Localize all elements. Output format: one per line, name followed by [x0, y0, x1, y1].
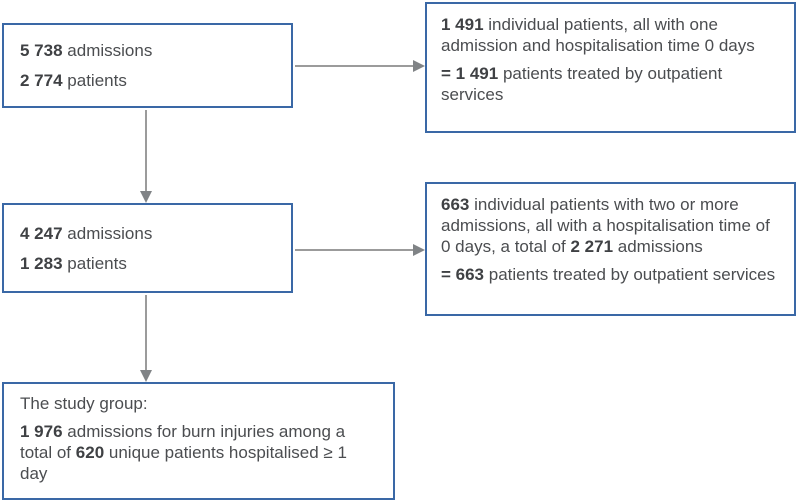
- arrowhead-right-icon: [413, 60, 425, 72]
- node-remaining-admissions: 4 247 admissions 1 283 patients: [2, 203, 293, 293]
- result-body: patients treated by outpatient services: [488, 265, 776, 284]
- admissions-count: 2 271: [570, 237, 614, 256]
- admissions-label: admissions: [67, 41, 153, 60]
- description-text: 663 individual patients with two or more…: [441, 194, 780, 257]
- node-outpatient-multiple: 663 individual patients with two or more…: [425, 182, 796, 316]
- patient-count: 1 491: [441, 15, 484, 34]
- admissions-count: 4 247: [20, 224, 63, 243]
- description-tail: admissions: [617, 237, 703, 256]
- result-text: = 1 491 patients treated by outpatient s…: [441, 63, 780, 105]
- description-body: individual patients with two or more adm…: [441, 195, 770, 256]
- stat-line: 2 774 patients: [20, 66, 275, 96]
- admissions-label: admissions: [67, 224, 153, 243]
- stat-line: 5 738 admissions: [20, 36, 275, 66]
- arrow-line-total-to-remaining: [145, 110, 147, 192]
- patients-count: 2 774: [20, 71, 63, 90]
- arrowhead-down-icon: [140, 370, 152, 382]
- stat-line: 4 247 admissions: [20, 219, 275, 249]
- patients-label: patients: [67, 254, 127, 273]
- arrow-line-total-to-single: [295, 65, 414, 67]
- stat-line: 1 283 patients: [20, 249, 275, 279]
- node-outpatient-single: 1 491 individual patients, all with one …: [425, 2, 796, 133]
- result-count: = 663: [441, 265, 485, 284]
- arrowhead-right-icon: [413, 244, 425, 256]
- description-body: individual patients, all with one admiss…: [441, 15, 755, 55]
- result-count: = 1 491: [441, 64, 499, 83]
- study-group-title: The study group:: [20, 394, 148, 413]
- arrow-line-remaining-to-study: [145, 295, 147, 371]
- patients-count: 1 283: [20, 254, 63, 273]
- study-group-text: 1 976 admissions for burn injuries among…: [20, 421, 371, 484]
- result-text: = 663 patients treated by outpatient ser…: [441, 264, 780, 285]
- node-total-admissions: 5 738 admissions 2 774 patients: [2, 23, 293, 108]
- patients-label: patients: [67, 71, 127, 90]
- patients-count: 620: [75, 443, 105, 462]
- study-group-tail: unique patients hospitalised ≥ 1 day: [20, 443, 347, 483]
- patient-count: 663: [441, 195, 470, 214]
- admissions-count: 1 976: [20, 422, 63, 441]
- admissions-count: 5 738: [20, 41, 63, 60]
- study-group-body: admissions for burn injuries among a tot…: [20, 422, 346, 462]
- node-study-group: The study group: 1 976 admissions for bu…: [2, 382, 395, 500]
- arrow-line-remaining-to-multiple: [295, 249, 414, 251]
- result-body: patients treated by outpatient services: [441, 64, 723, 104]
- arrowhead-down-icon: [140, 191, 152, 203]
- description-text: 1 491 individual patients, all with one …: [441, 14, 780, 56]
